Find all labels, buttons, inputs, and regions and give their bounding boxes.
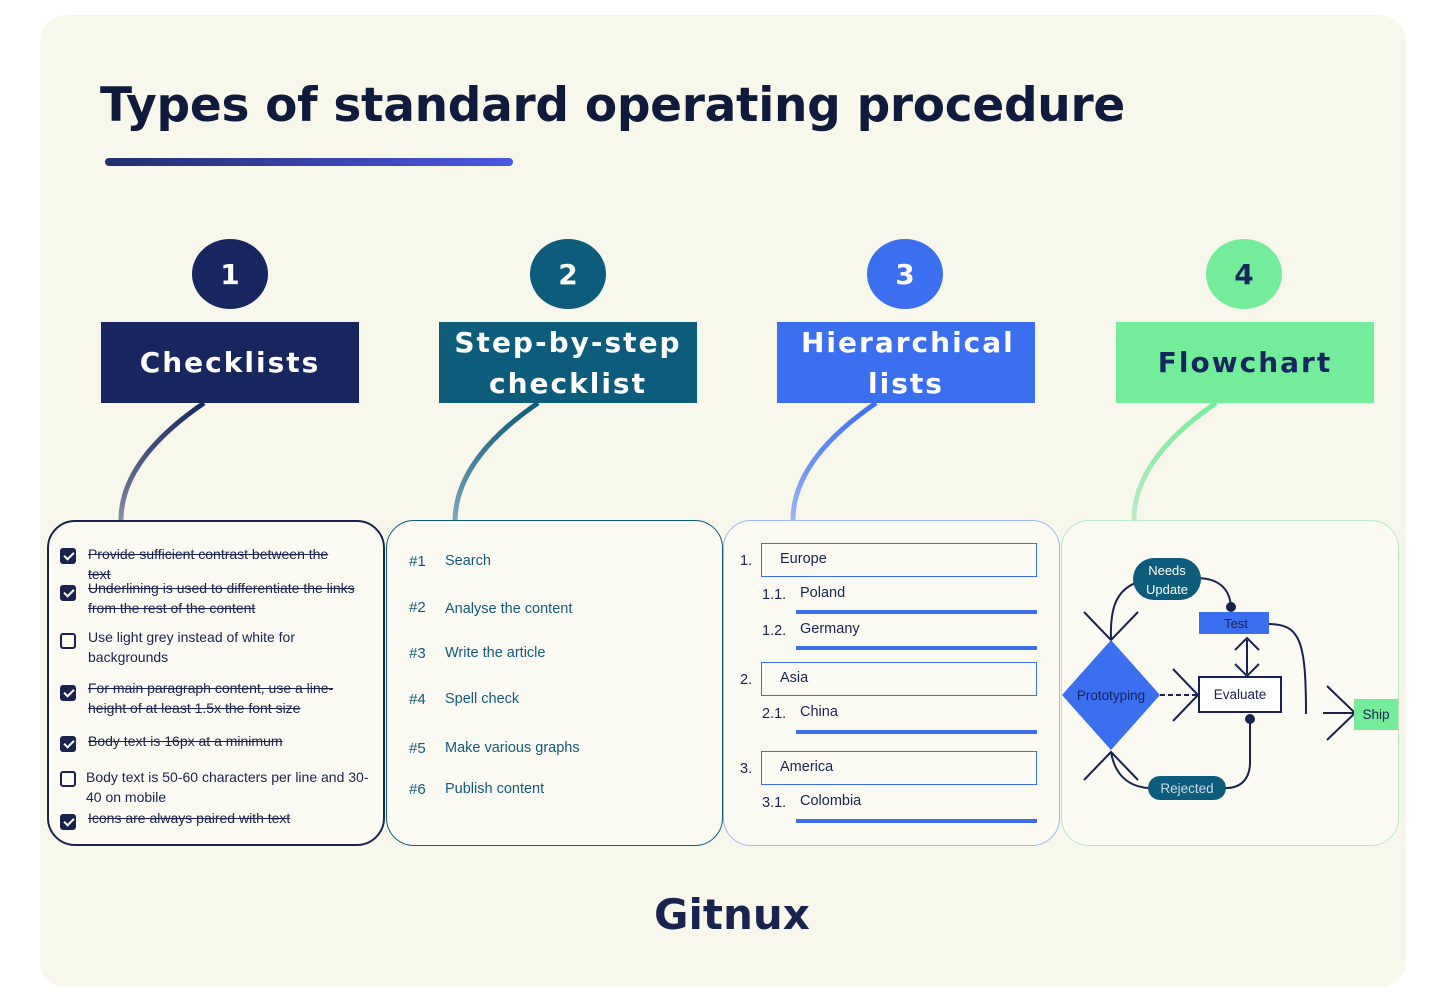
step-panel: #1 Search #2 Analyse the content #3 Write t… (386, 520, 723, 846)
checklist-text: For main paragraph content, use a line-h… (88, 680, 334, 716)
step-item: #4 Spell check (409, 691, 519, 708)
number-circle-2: 2 (530, 239, 606, 309)
flow-line (1225, 719, 1251, 789)
arrow-head-icon (1083, 750, 1139, 781)
prototyping-label: Prototyping (1077, 688, 1145, 703)
banner-label: Step-by-step checklist (454, 325, 682, 400)
checkbox-unchecked[interactable] (60, 633, 76, 649)
step-number: #4 (409, 691, 426, 708)
hierarchy-number: 3. (740, 761, 753, 777)
hierarchy-number: 2. (740, 672, 753, 688)
banner-flowchart: Flowchart (1116, 322, 1374, 403)
hierarchy-underline (796, 819, 1037, 823)
banner-hierarchical: Hierarchical lists (777, 322, 1035, 403)
step-label: Publish content (445, 781, 545, 797)
hierarchy-underline (796, 730, 1037, 734)
arrow-head-icon (1234, 636, 1260, 651)
hierarchy-subnumber: 3.1. (762, 795, 787, 811)
checkbox-unchecked[interactable] (60, 771, 76, 787)
connector-2 (452, 400, 540, 523)
step-number: #1 (409, 553, 426, 570)
number-circle-4: 4 (1206, 239, 1282, 309)
checklist-text: Underlining is used to differentiate the… (88, 580, 355, 616)
checklist-text: Body text is 50-60 characters per line a… (86, 769, 369, 805)
hierarchy-subitem: Germany (800, 621, 860, 637)
checkbox-checked[interactable] (60, 685, 76, 701)
needs-update-label: Update (1146, 582, 1188, 597)
hierarchy-item-europe: Europe (761, 543, 1037, 577)
needs-update-label: Needs (1148, 563, 1186, 578)
hierarchy-item-asia: Asia (761, 662, 1037, 696)
hierarchy-underline (796, 646, 1037, 650)
number-circle-1: 1 (192, 239, 268, 309)
flow-line (1195, 577, 1232, 608)
hierarchy-panel: 1. Europe 1.1. Poland 1.2. Germany 2. As… (723, 520, 1060, 846)
banner-label: Flowchart (1157, 346, 1333, 379)
step-label: Spell check (445, 691, 520, 707)
checkbox-checked[interactable] (60, 814, 76, 830)
checklist-text: Use light grey instead of white for back… (88, 629, 295, 665)
number-circle-3: 3 (867, 239, 943, 309)
hierarchy-underline (796, 610, 1037, 614)
step-number: #6 (409, 781, 426, 798)
step-item: #6 Publish content (409, 781, 544, 798)
title-underline (105, 158, 513, 166)
page-title: Types of standard operating procedure (100, 78, 1125, 133)
connector-1 (118, 400, 206, 523)
hierarchy-subitem: China (800, 704, 838, 720)
banner-label: Hierarchical lists (801, 325, 1015, 400)
checklist-text: Body text is 16px at a minimum (88, 733, 283, 749)
flow-line (1267, 623, 1307, 715)
step-label: Analyse the content (445, 601, 573, 617)
step-number: #2 (409, 599, 426, 616)
step-item: #2 Analyse the content (409, 599, 572, 617)
ship-label: Ship (1362, 707, 1389, 722)
step-item: #1 Search (409, 553, 491, 570)
gitnux-logo[interactable]: Gitnux (654, 890, 810, 939)
hierarchy-subnumber: 1.1. (762, 587, 787, 603)
hierarchy-subnumber: 1.2. (762, 623, 787, 639)
prototyping-diamond (1062, 640, 1160, 750)
checklist-text: Icons are always paired with text (88, 810, 291, 826)
step-item: #5 Make various graphs (409, 740, 580, 757)
checkbox-checked[interactable] (60, 548, 76, 564)
rejected-label: Rejected (1160, 781, 1213, 796)
hierarchy-item-america: America (761, 751, 1037, 785)
step-number: #3 (409, 645, 426, 662)
test-label: Test (1224, 616, 1248, 631)
hierarchy-subitem: Colombia (800, 793, 862, 809)
flow-line (1110, 751, 1149, 789)
step-label: Search (445, 553, 491, 569)
flow-line (1109, 581, 1139, 641)
step-label: Make various graphs (445, 740, 580, 756)
connector-3 (790, 400, 878, 523)
step-label: Write the article (445, 645, 546, 661)
hierarchy-subnumber: 2.1. (762, 706, 787, 722)
banner-checklists: Checklists (101, 322, 359, 403)
checkbox-checked[interactable] (60, 585, 76, 601)
hierarchy-subitem: Poland (800, 585, 846, 601)
step-number: #5 (409, 740, 426, 757)
banner-step-by-step: Step-by-step checklist (439, 322, 697, 403)
checklist-panel: Provide sufficient contrast between the … (47, 520, 385, 846)
hierarchy-number: 1. (740, 553, 753, 569)
banner-label: Checklists (139, 346, 321, 379)
checkbox-checked[interactable] (60, 736, 76, 752)
connector-4 (1131, 400, 1218, 523)
evaluate-label: Evaluate (1214, 687, 1267, 702)
step-item: #3 Write the article (409, 645, 545, 662)
checklist-text: Provide sufficient contrast between the … (88, 546, 329, 582)
